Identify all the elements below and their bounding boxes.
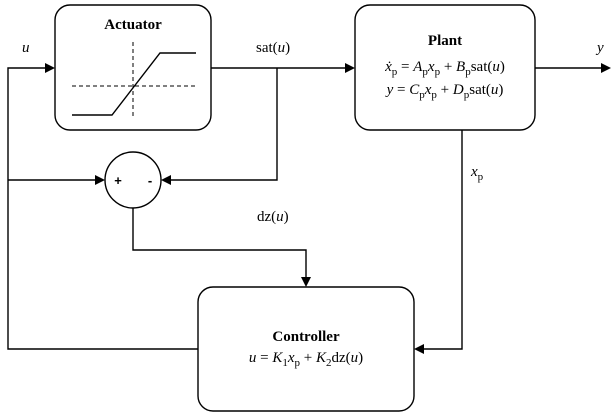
- dz-to-controller-wire: [132, 208, 307, 279]
- plant-output-eq-term: sat(: [469, 82, 491, 98]
- controller-equation: u = K1xp + K2dz(u): [249, 350, 363, 369]
- controller-eq-term: =: [256, 350, 272, 366]
- plant-state-equation: ẋp = Apxp + Bpsat(u): [384, 59, 505, 78]
- plant-output-eq-term: p: [464, 89, 470, 101]
- xp-to-controller-wire: [422, 130, 463, 350]
- controller-title: Controller: [272, 329, 340, 345]
- summer-minus-sign: -: [148, 173, 152, 188]
- controller-dz-arrowhead: [301, 277, 311, 287]
- plant-state-eq-term: A: [412, 59, 423, 75]
- summer-plus-sign: +: [114, 173, 122, 188]
- controller-eq-term: 1: [282, 357, 288, 369]
- summing-junction: + -: [104, 151, 162, 209]
- plant-output-eq-term: x: [424, 82, 432, 98]
- sat-signal-label: sat(u): [256, 40, 290, 56]
- controller-eq-term: u: [249, 350, 257, 366]
- controller-eq-term: ): [358, 350, 363, 366]
- xp-signal-label: xp: [470, 164, 484, 183]
- controller-eq-term: x: [287, 350, 295, 366]
- plant-output-eq-term: p: [431, 89, 437, 101]
- plant-state-eq-term: u: [492, 59, 500, 75]
- plant-state-eq-term: p: [422, 66, 428, 78]
- u-arrowhead: [45, 63, 55, 73]
- saturation-curve: [72, 52, 196, 116]
- summer-plus-arrowhead: [95, 175, 105, 185]
- plant-title: Plant: [428, 33, 462, 49]
- dz-signal-label: dz(u): [257, 209, 289, 225]
- actuator-title: Actuator: [104, 17, 162, 33]
- plant-block: Plant ẋp = Apxp + Bpsat(u) y = Cpxp + Dp…: [354, 4, 536, 131]
- controller-eq-term: 2: [326, 357, 332, 369]
- plant-state-eq-term: x: [427, 59, 435, 75]
- plant-output-eq-term: D: [452, 82, 464, 98]
- controller-xp-arrowhead: [414, 344, 424, 354]
- summer-minus-arrowhead: [161, 175, 171, 185]
- plant-output-eq-term: =: [393, 82, 409, 98]
- controller-eq-term: dz(: [331, 350, 350, 366]
- controller-eq-term: K: [315, 350, 327, 366]
- y-output-arrowhead: [601, 63, 611, 73]
- plant-output-eq-term: +: [437, 82, 453, 98]
- u-signal-label: u: [22, 40, 30, 56]
- controller-eq-term: u: [351, 350, 359, 366]
- plant-state-eq-term: sat(: [471, 59, 493, 75]
- controller-eq-term: K: [271, 350, 283, 366]
- plant-state-eq-term: +: [440, 59, 456, 75]
- u-feedback-wire: [7, 67, 198, 350]
- plant-output-equation: y = Cpxp + Dpsat(u): [385, 82, 504, 101]
- plant-output-eq-term: p: [419, 89, 425, 101]
- plant-output-eq-term: y: [385, 82, 394, 98]
- controller-eq-term: p: [295, 357, 301, 369]
- signal-wires: [7, 63, 611, 354]
- sat-to-summer-wire: [169, 68, 278, 181]
- plant-state-eq-term: p: [435, 66, 441, 78]
- actuator-block: Actuator: [54, 4, 212, 131]
- plant-state-eq-term: ): [500, 59, 505, 75]
- plant-state-eq-term: B: [456, 59, 465, 75]
- plant-output-eq-term: C: [409, 82, 420, 98]
- y-signal-label: y: [595, 40, 604, 56]
- plant-output-eq-term: ): [498, 82, 503, 98]
- plant-state-eq-term: p: [465, 66, 471, 78]
- controller-block: Controller u = K1xp + K2dz(u): [197, 286, 415, 412]
- plant-input-arrowhead: [345, 63, 355, 73]
- plant-output-eq-term: u: [491, 82, 499, 98]
- controller-eq-term: +: [300, 350, 316, 366]
- plant-state-eq-term: =: [397, 59, 413, 75]
